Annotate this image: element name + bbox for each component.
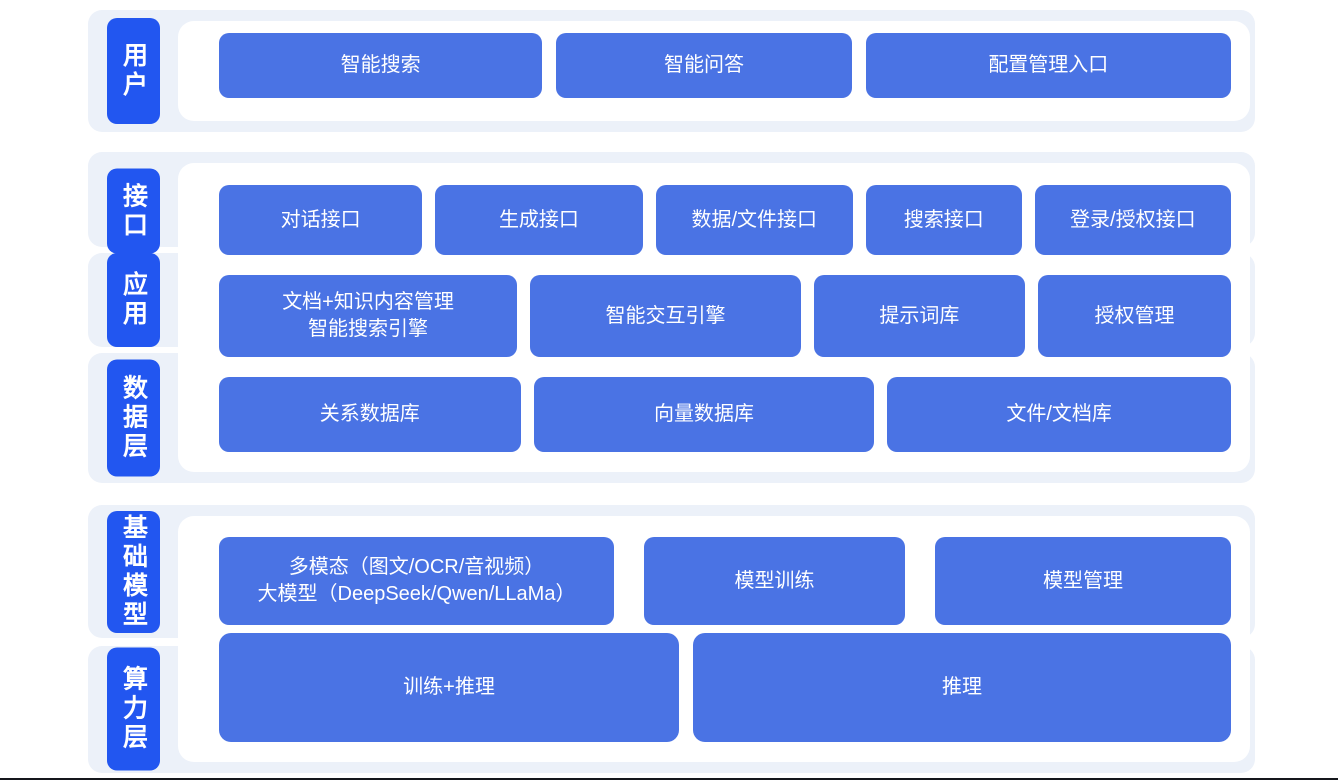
box-login-auth-api: 登录/授权接口 <box>1034 185 1231 255</box>
box-model-training: 模型训练 <box>644 537 905 625</box>
row-data-stores: 关系数据库 向量数据库 文件/文档库 <box>219 377 1231 452</box>
box-model-management: 模型管理 <box>935 537 1231 625</box>
layer-section-user: 用户 智能搜索 智能问答 配置管理入口 <box>88 10 1255 132</box>
box-smart-qa: 智能问答 <box>556 33 852 98</box>
box-smart-search: 智能搜索 <box>219 33 543 98</box>
box-inference: 推理 <box>693 633 1231 742</box>
content-bottom: 多模态（图文/OCR/音视频） 大模型（DeepSeek/Qwen/LLaMa）… <box>219 537 1231 742</box>
box-search-api: 搜索接口 <box>865 185 1022 255</box>
layer-section-interface-app-data: 接口 应用 数据层 对话接口 生成接口 数据/文件接口 搜索接口 登录/授权接口… <box>88 152 1255 483</box>
box-vector-database: 向量数据库 <box>533 377 875 452</box>
layer-section-model-compute: 基础模型 算力层 多模态（图文/OCR/音视频） 大模型（DeepSeek/Qw… <box>88 505 1255 773</box>
row-interfaces: 对话接口 生成接口 数据/文件接口 搜索接口 登录/授权接口 <box>219 185 1231 255</box>
box-generation-api: 生成接口 <box>435 185 643 255</box>
row-user-entries: 智能搜索 智能问答 配置管理入口 <box>219 33 1231 98</box>
row-models: 多模态（图文/OCR/音视频） 大模型（DeepSeek/Qwen/LLaMa）… <box>219 537 1231 625</box>
box-smart-interaction-engine: 智能交互引擎 <box>530 275 801 357</box>
layer-label-interface: 接口 <box>107 168 160 254</box>
content-user: 智能搜索 智能问答 配置管理入口 <box>219 33 1231 98</box>
box-authorization-management: 授权管理 <box>1038 275 1231 357</box>
box-config-management-entry: 配置管理入口 <box>865 33 1231 98</box>
box-training-plus-inference: 训练+推理 <box>219 633 679 742</box>
bottom-divider-line <box>0 778 1338 780</box>
row-compute: 训练+推理 推理 <box>219 633 1231 742</box>
layer-label-user: 用户 <box>107 18 160 124</box>
box-dialog-api: 对话接口 <box>219 185 423 255</box>
layer-label-data: 数据层 <box>107 359 160 477</box>
box-multimodal-llm: 多模态（图文/OCR/音视频） 大模型（DeepSeek/Qwen/LLaMa） <box>219 537 614 625</box>
content-middle: 对话接口 生成接口 数据/文件接口 搜索接口 登录/授权接口 文档+知识内容管理… <box>219 185 1231 452</box>
box-file-document-store: 文件/文档库 <box>887 377 1231 452</box>
box-prompt-library: 提示词库 <box>813 275 1026 357</box>
layer-label-application: 应用 <box>107 253 160 347</box>
box-doc-knowledge-search-engine: 文档+知识内容管理 智能搜索引擎 <box>219 275 518 357</box>
box-data-file-api: 数据/文件接口 <box>655 185 853 255</box>
layer-label-compute: 算力层 <box>107 647 160 771</box>
row-applications: 文档+知识内容管理 智能搜索引擎 智能交互引擎 提示词库 授权管理 <box>219 275 1231 357</box>
box-relational-database: 关系数据库 <box>219 377 521 452</box>
layer-label-foundation-model: 基础模型 <box>107 511 160 633</box>
